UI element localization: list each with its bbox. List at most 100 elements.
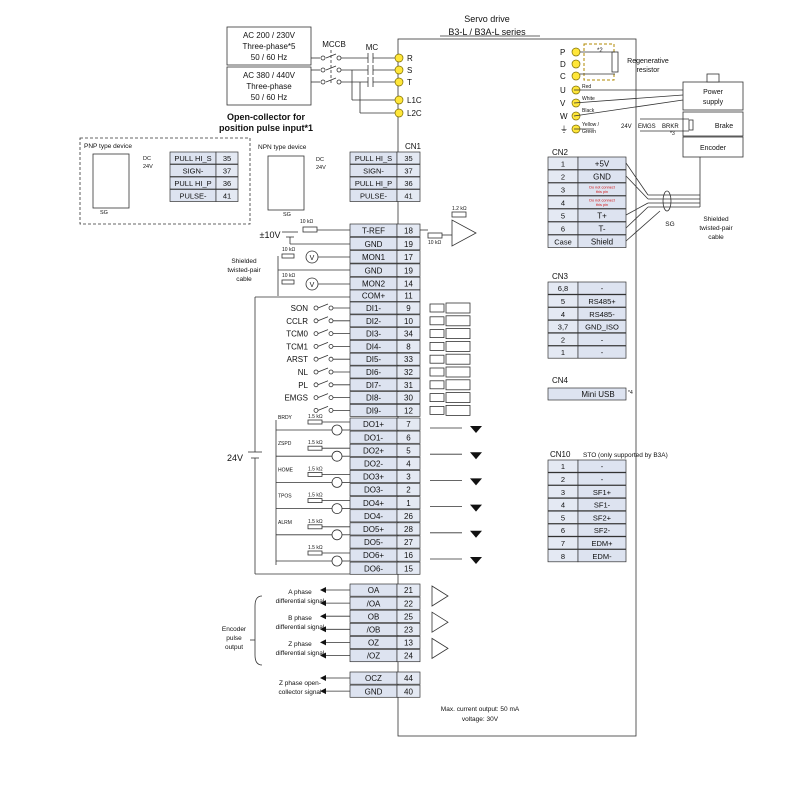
cn1-di-row-1: DI2-10 (349, 314, 421, 328)
di-opto-resistor-1 (429, 316, 445, 326)
cn1-enc-row-5-pin: 24 (404, 652, 413, 661)
pnp-label: PNP type device (84, 143, 132, 150)
svg-text:Red: Red (582, 84, 591, 90)
cn1-di-row-2: DI3-34 (349, 327, 421, 340)
cn1-do-row-8-pin-cell (396, 522, 421, 536)
cn1-enc-row-3-name: /OB (367, 626, 381, 635)
cn1-di-rows: DI1-9SONDI2-10CCLRDI3-34TCM0DI4-8TCM1DI5… (284, 301, 471, 417)
cn1-analog-row-4-name: MON2 (362, 280, 386, 289)
ac-supply-380v-box (226, 66, 312, 106)
pnp-row-0-pin: 35 (223, 154, 231, 163)
cn1-analog-row-2-pin-cell (396, 250, 421, 264)
cn2-name-0: +5V (595, 160, 610, 169)
cn1-di-row-7-pin-cell (396, 391, 421, 404)
cn1-enc-row-4-name: OZ (368, 639, 379, 648)
motor-terminal-label-3: U (560, 86, 566, 95)
encoder-label: Encoder (700, 145, 727, 152)
cn1-do-row-1-pin: 6 (406, 433, 411, 442)
cn3-row-4-name: - (601, 335, 604, 344)
svg-text:White: White (582, 96, 595, 102)
cn2-pin-6: Case (554, 238, 572, 247)
power-terminal-label-3: L1C (407, 96, 422, 105)
svg-text:differential signal: differential signal (276, 624, 325, 631)
v24-supply-label: 24V (227, 453, 243, 463)
power-terminal-2 (394, 77, 404, 87)
cn10-row-0-pin: 1 (561, 462, 565, 471)
di-optocoupler-4 (445, 353, 471, 365)
cn1-di-row-2-pin-cell (396, 327, 421, 340)
cn1-do-row-0-pin: 7 (406, 420, 411, 429)
regen-label-2: resistor (637, 67, 661, 74)
cn1-analog-row-0-name: T-REF (362, 227, 385, 236)
di-switch-0-lever (317, 303, 329, 309)
cn1-di-row-8: DI9-12 (349, 404, 421, 417)
cn1-do-row-6-name: DO4+ (363, 499, 384, 508)
tref-opamp-icon (451, 219, 477, 247)
mon2-resistor-label: 10 kΩ (282, 273, 295, 279)
do-signal-0: BRDY (278, 415, 293, 421)
regen-resistor-icon (611, 51, 619, 73)
drive-title: Servo drive (464, 14, 510, 24)
cn4-label: CN4 (552, 376, 569, 385)
cn2-name-4: T+ (597, 212, 607, 221)
do-output-diode-0 (470, 426, 482, 433)
di-switch-0-b (328, 305, 334, 311)
mon1-resistor (281, 253, 295, 259)
do-resistor-1 (307, 445, 323, 451)
cn1-do-row-8: DO5+28 (349, 522, 421, 536)
cn1-do-row-1-name: DO1- (364, 433, 383, 442)
cn1-do-row-2-name: DO2+ (363, 446, 384, 455)
di-opto-resistor-6 (429, 380, 445, 390)
cn1-do-row-2: DO2+5 (349, 443, 421, 457)
di-switch-8-b (328, 407, 334, 413)
pnp-row-3-name: PULSE- (179, 192, 207, 201)
svg-text:Yellow /: Yellow / (582, 122, 600, 128)
analog-cable-label-2: twisted-pair (227, 267, 261, 274)
open-collector-heading-2: position pulse input*1 (219, 123, 313, 133)
cn2-name-cell-5 (577, 221, 627, 235)
cn1-do-row-4-name: DO3+ (363, 473, 384, 482)
do-resistor-label-1: 1.5 kΩ (308, 440, 323, 446)
do-resistor-0 (307, 419, 323, 425)
cn3-row-1-pin: 5 (561, 297, 565, 306)
svg-text:Encoder: Encoder (222, 626, 247, 633)
motor-terminal-1 (571, 59, 581, 69)
cn1-enc-row-2-pin: 25 (404, 612, 413, 621)
di-optocoupler-0 (445, 302, 471, 314)
cn1-di-row-4: DI5-33 (349, 352, 421, 366)
cn1-di-row-0-pin: 9 (406, 304, 411, 313)
cn3-row-0-name-cell (577, 281, 627, 295)
cn1-do-row-1-pin-cell (396, 430, 421, 444)
cn1-analog-row-4-pin: 14 (404, 280, 413, 289)
cn10-row-3-name: SF1- (594, 501, 611, 510)
di-optocoupler-8 (445, 404, 471, 416)
cn1-di-row-8-pin: 12 (404, 406, 413, 415)
cn1-di-row-5-name: DI6- (366, 368, 381, 377)
cn1-di-row-7: DI8-30 (349, 391, 421, 404)
brake-label: Brake (715, 123, 733, 130)
cn3-row-4: 2- (547, 332, 627, 346)
di-switch-2-b (328, 331, 334, 337)
di-switch-5-b (328, 369, 334, 375)
svg-text:Green: Green (582, 129, 596, 135)
cn1-do-row-4-pin: 3 (406, 473, 411, 482)
cn10-row-3-pin: 4 (561, 501, 565, 510)
di-signal-2: TCM0 (286, 330, 308, 339)
di-opto-resistor-0 (429, 303, 445, 313)
cn3-row-0-pin: 6,8 (558, 284, 568, 293)
cn10-label: CN10 (550, 450, 571, 459)
cn10-row-4-name: SF2+ (593, 513, 612, 522)
cn1-analog-row-0-pin: 18 (404, 227, 413, 236)
cn1-di-row-0-name: DI1- (366, 304, 381, 313)
cn10-row-1-name-cell (577, 472, 627, 486)
motor-power-supply-box (682, 81, 744, 111)
cn1-di-row-5: DI6-32 (349, 365, 421, 379)
cn2-pin-0: 1 (561, 160, 565, 169)
di-switch-3-lever (317, 342, 329, 347)
